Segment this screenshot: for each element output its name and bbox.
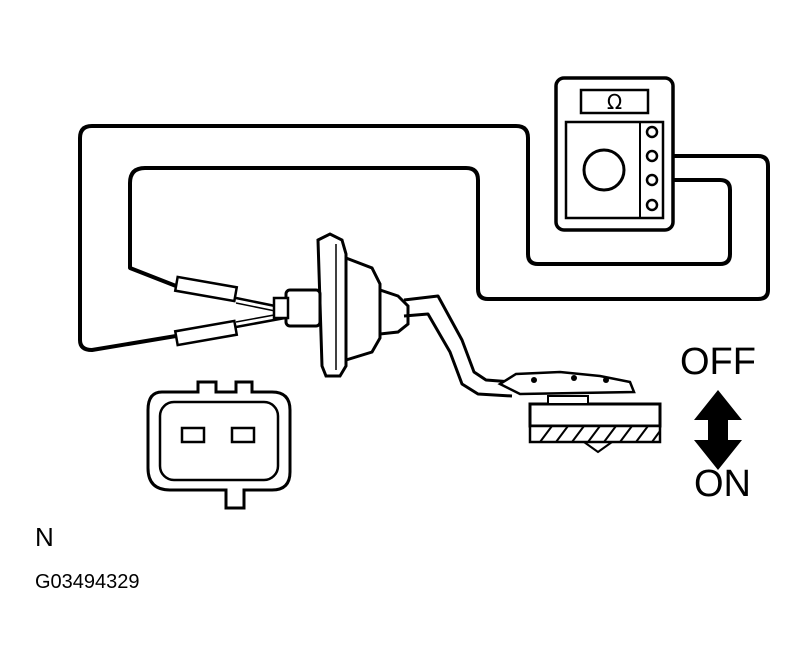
connector-icon [146,380,292,510]
test-lead-inner [78,124,732,352]
meter-terminal-3 [645,173,659,187]
double-arrow-icon [694,390,742,470]
switch-off-label: OFF [680,341,756,383]
switch-on-label: ON [694,463,751,505]
meter-terminal-2 [645,149,659,163]
meter-terminal-4 [645,198,659,212]
view-label: N [35,522,54,552]
meter-display-symbol: Ω [607,90,622,114]
test-lead-outer [128,154,770,301]
figure-id: G03494329 [35,571,140,593]
ohmmeter-icon: Ω [554,76,675,232]
sender-gauge [272,232,662,454]
meter-terminal-1 [645,125,659,139]
probe-upper [173,275,286,314]
probe-lower [173,312,286,347]
